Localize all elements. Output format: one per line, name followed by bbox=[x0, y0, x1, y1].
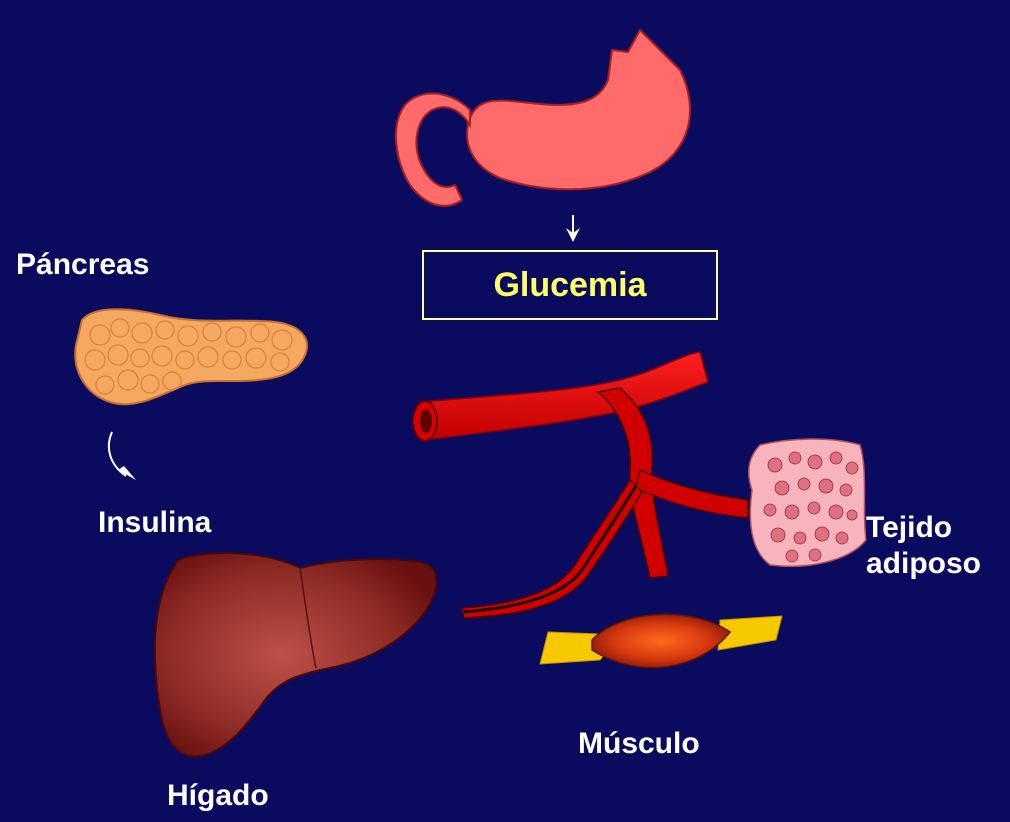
insulina-label: Insulina bbox=[98, 505, 211, 541]
pancreas-label: Páncreas bbox=[16, 247, 149, 283]
arrow-stomach-glucemia bbox=[566, 215, 580, 242]
glucemia-label: Glucemia bbox=[493, 266, 646, 305]
tejido-label-line1: Tejido bbox=[866, 510, 981, 546]
stomach-icon bbox=[396, 30, 690, 206]
blood-vessel-icon bbox=[413, 352, 748, 618]
musculo-label: Músculo bbox=[578, 726, 700, 762]
liver-icon bbox=[155, 553, 437, 756]
tejido-label-line2: adiposo bbox=[866, 546, 981, 582]
glucemia-box: Glucemia bbox=[422, 250, 718, 320]
muscle-icon bbox=[540, 614, 782, 667]
pancreas-icon bbox=[75, 309, 307, 404]
arrow-pancreas-insulina bbox=[109, 432, 136, 480]
tejido-adiposo-label: Tejido adiposo bbox=[866, 510, 981, 582]
higado-label: Hígado bbox=[167, 778, 269, 814]
adipose-tissue-icon bbox=[749, 439, 866, 566]
